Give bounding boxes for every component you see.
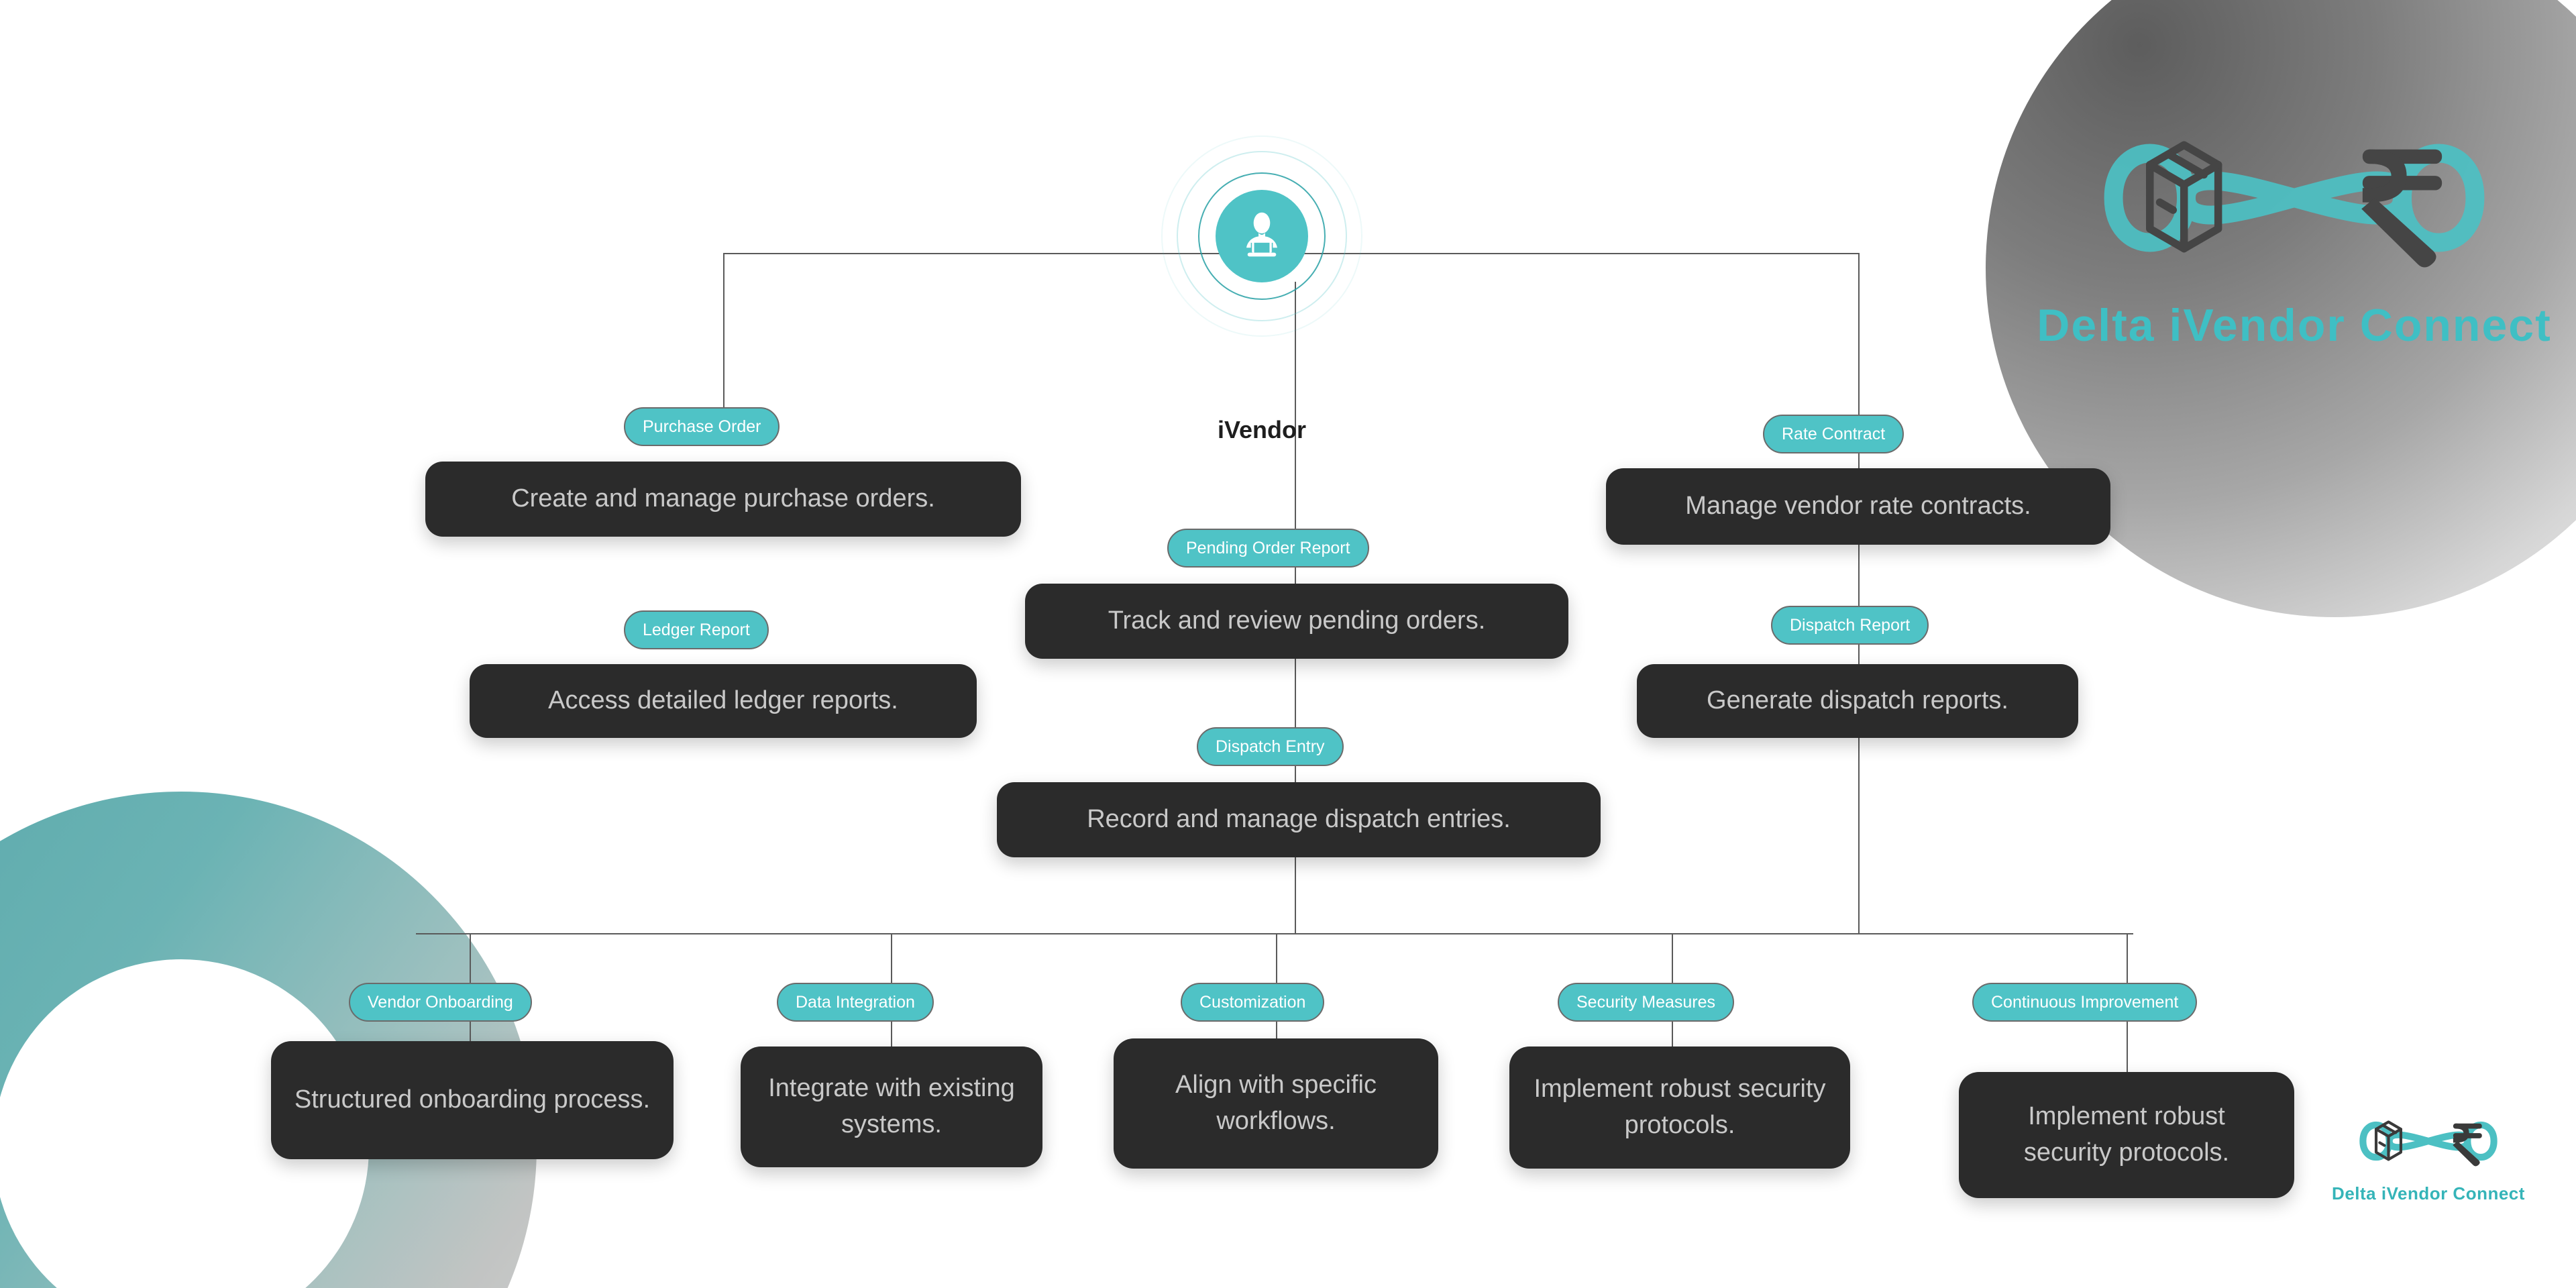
card-security-measures: Implement robust security protocols. bbox=[1509, 1046, 1850, 1169]
connector-bottom-drop-4 bbox=[1672, 933, 1673, 983]
card-vendor-onboarding: Structured onboarding process. bbox=[271, 1041, 674, 1159]
hub-node[interactable] bbox=[1161, 136, 1362, 337]
pill-dispatch-report[interactable]: Dispatch Report bbox=[1771, 606, 1929, 645]
card-dispatch-report: Generate dispatch reports. bbox=[1637, 664, 2078, 738]
card-purchase-order: Create and manage purchase orders. bbox=[425, 462, 1021, 537]
pill-pending-order-report[interactable]: Pending Order Report bbox=[1167, 529, 1369, 568]
pill-continuous-improvement[interactable]: Continuous Improvement bbox=[1972, 983, 2198, 1022]
pill-security-measures[interactable]: Security Measures bbox=[1558, 983, 1735, 1022]
pill-purchase-order[interactable]: Purchase Order bbox=[624, 407, 780, 446]
person-at-desk-icon bbox=[1234, 209, 1289, 264]
connector-right-vertical bbox=[1858, 253, 1860, 934]
card-dispatch-entry: Record and manage dispatch entries. bbox=[997, 782, 1601, 857]
rupee-icon-small bbox=[2453, 1123, 2482, 1167]
brand-logo-small: Delta iVendor Connect bbox=[2318, 1100, 2539, 1204]
pill-vendor-onboarding[interactable]: Vendor Onboarding bbox=[349, 983, 532, 1022]
hub-title: iVendor bbox=[1217, 416, 1307, 443]
hub-core bbox=[1216, 190, 1308, 282]
hub-ring-inner bbox=[1198, 172, 1326, 300]
connector-bottom-drop-5 bbox=[2127, 933, 2128, 983]
brand-wordmark-small: Delta iVendor Connect bbox=[2332, 1183, 2525, 1203]
pill-dispatch-entry[interactable]: Dispatch Entry bbox=[1197, 727, 1344, 766]
card-continuous-improvement: Implement robust security protocols. bbox=[1959, 1072, 2294, 1198]
hub-ring-outer bbox=[1161, 136, 1362, 337]
pill-rate-contract[interactable]: Rate Contract bbox=[1763, 415, 1904, 453]
card-customization: Align with specific workflows. bbox=[1114, 1038, 1438, 1169]
connector-bottom-drop-3 bbox=[1276, 933, 1277, 983]
infinity-box-rupee-logo bbox=[2104, 141, 2485, 268]
hub-ring-middle bbox=[1177, 151, 1347, 321]
card-rate-contract: Manage vendor rate contracts. bbox=[1606, 468, 2110, 545]
connector-left-vertical bbox=[723, 253, 724, 407]
pill-ledger-report[interactable]: Ledger Report bbox=[624, 610, 769, 649]
card-data-integration: Integrate with existing systems. bbox=[741, 1046, 1042, 1167]
card-ledger-report: Access detailed ledger reports. bbox=[470, 664, 977, 738]
pill-customization[interactable]: Customization bbox=[1181, 983, 1325, 1022]
connector-bottom-trunk bbox=[416, 933, 2133, 934]
connector-bottom-drop-2 bbox=[891, 933, 892, 983]
brand-logo-large: Delta iVendor Connect bbox=[2033, 87, 2556, 352]
infinity-box-rupee-logo-small bbox=[2359, 1120, 2498, 1167]
package-box-icon-small bbox=[2374, 1120, 2403, 1161]
package-box-icon bbox=[2146, 141, 2222, 253]
connector-bottom-drop-1 bbox=[470, 933, 471, 983]
card-pending-order-report: Track and review pending orders. bbox=[1025, 584, 1568, 659]
brand-wordmark-large: Delta iVendor Connect bbox=[2037, 300, 2552, 351]
bottom-left-teal-ring bbox=[0, 792, 537, 1288]
pill-data-integration[interactable]: Data Integration bbox=[777, 983, 934, 1022]
